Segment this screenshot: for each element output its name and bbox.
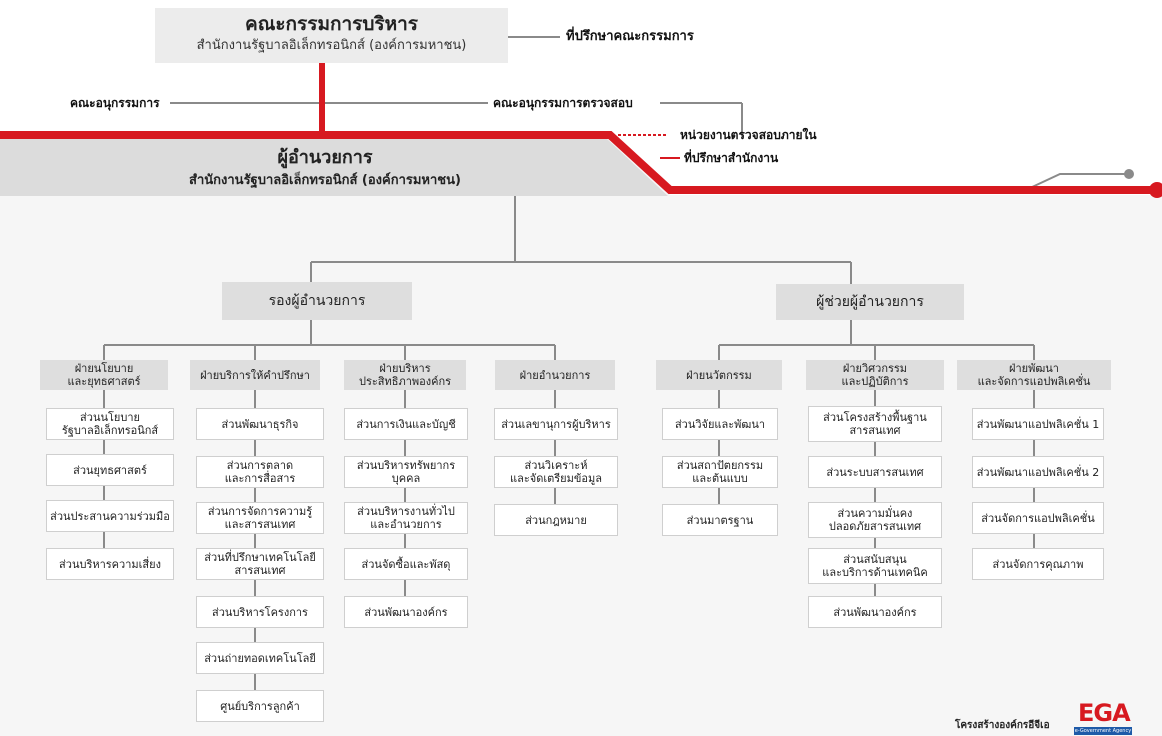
grey-connector-dot [1124, 169, 1134, 179]
unit-box: ส่วนจัดการแอปพลิเคชั่น [972, 502, 1104, 534]
ega-logo: EGA [1078, 699, 1131, 727]
board-advisor-label: ที่ปรึกษาคณะกรรมการ [566, 29, 694, 44]
unit-box: ส่วนประสานความร่วมมือ [46, 500, 174, 532]
unit-box: ส่วนพัฒนาธุรกิจ [196, 408, 324, 440]
unit-box: ส่วนมาตรฐาน [662, 504, 778, 536]
division-header: ฝ่ายอำนวยการ [495, 360, 615, 390]
unit-box: ส่วนความมั่นคง ปลอดภัยสารสนเทศ [808, 502, 942, 538]
director-subtitle: สำนักงานรัฐบาลอิเล็กทรอนิกส์ (องค์การมหา… [189, 173, 461, 188]
division-header: ฝ่ายบริหาร ประสิทธิภาพองค์กร [344, 360, 466, 390]
unit-box: ส่วนการจัดการความรู้ และสารสนเทศ [196, 502, 324, 534]
internal-audit-label: หน่วยงานตรวจสอบภายใน [680, 128, 817, 142]
unit-box: ส่วนเลขานุการผู้บริหาร [494, 408, 618, 440]
unit-box: ส่วนพัฒนาองค์กร [344, 596, 468, 628]
unit-box: ส่วนการเงินและบัญชี [344, 408, 468, 440]
unit-box: ส่วนพัฒนาแอปพลิเคชั่น 2 [972, 456, 1104, 488]
unit-box: ส่วนพัฒนาองค์กร [808, 596, 942, 628]
audit-subcommittee-label: คณะอนุกรรมการตรวจสอบ [493, 96, 633, 110]
unit-box: ส่วนวิเคราะห์ และจัดเตรียมข้อมูล [494, 456, 618, 488]
unit-box: ส่วนวิจัยและพัฒนา [662, 408, 778, 440]
unit-box: ส่วนการตลาด และการสื่อสาร [196, 456, 324, 488]
assistant-director-box: ผู้ช่วยผู้อำนวยการ [776, 284, 964, 320]
unit-box: ส่วนยุทธศาสตร์ [46, 454, 174, 486]
unit-box: ส่วนกฎหมาย [494, 504, 618, 536]
division-header: ฝ่ายนโยบาย และยุทธศาสตร์ [40, 360, 168, 390]
director-title: ผู้อำนวยการ [277, 147, 373, 168]
unit-box: ส่วนบริหารความเสี่ยง [46, 548, 174, 580]
subcommittee-label: คณะอนุกรรมการ [70, 96, 160, 110]
deputy-director-box: รองผู้อำนวยการ [222, 282, 412, 320]
unit-box: ส่วนสนับสนุน และบริการด้านเทคนิค [808, 548, 942, 584]
unit-box: ส่วนพัฒนาแอปพลิเคชั่น 1 [972, 408, 1104, 440]
unit-box: ส่วนโครงสร้างพื้นฐาน สารสนเทศ [808, 406, 942, 442]
red-connector-dot [1149, 182, 1162, 198]
director-header-band [0, 138, 668, 196]
division-header: ฝ่ายพัฒนา และจัดการแอปพลิเคชั่น [957, 360, 1111, 390]
unit-box: ส่วนจัดซื้อและพัสดุ [344, 548, 468, 580]
board-title: คณะกรรมการบริหาร [244, 13, 419, 35]
board-subtitle: สำนักงานรัฐบาลอิเล็กทรอนิกส์ (องค์การมหา… [196, 38, 467, 53]
unit-box: ส่วนที่ปรึกษาเทคโนโลยี สารสนเทศ [196, 548, 324, 580]
board-box: คณะกรรมการบริหาร สำนักงานรัฐบาลอิเล็กทรอ… [155, 8, 508, 63]
division-header: ฝ่ายวิศวกรรม และปฏิบัติการ [806, 360, 944, 390]
unit-box: ส่วนสถาปัตยกรรม และต้นแบบ [662, 456, 778, 488]
division-header: ฝ่ายนวัตกรรม [656, 360, 782, 390]
office-advisor-label: ที่ปรึกษาสำนักงาน [684, 151, 779, 165]
unit-box: ส่วนบริหารงานทั่วไป และอำนวยการ [344, 502, 468, 534]
unit-box: ส่วนบริหารทรัพยากรบุคคล [344, 456, 468, 488]
ega-logo-tagline: e-Government Agency [1074, 727, 1132, 735]
unit-box: ส่วนระบบสารสนเทศ [808, 456, 942, 488]
unit-box: ส่วนจัดการคุณภาพ [972, 548, 1104, 580]
division-header: ฝ่ายบริการให้คำปรึกษา [190, 360, 320, 390]
unit-box: ส่วนนโยบาย รัฐบาลอิเล็กทรอนิกส์ [46, 408, 174, 440]
footer-caption: โครงสร้างองค์กรอีจีเอ [955, 720, 1050, 731]
unit-box: ส่วนบริหารโครงการ [196, 596, 324, 628]
unit-box: ศูนย์บริการลูกค้า [196, 690, 324, 722]
unit-box: ส่วนถ่ายทอดเทคโนโลยี [196, 642, 324, 674]
